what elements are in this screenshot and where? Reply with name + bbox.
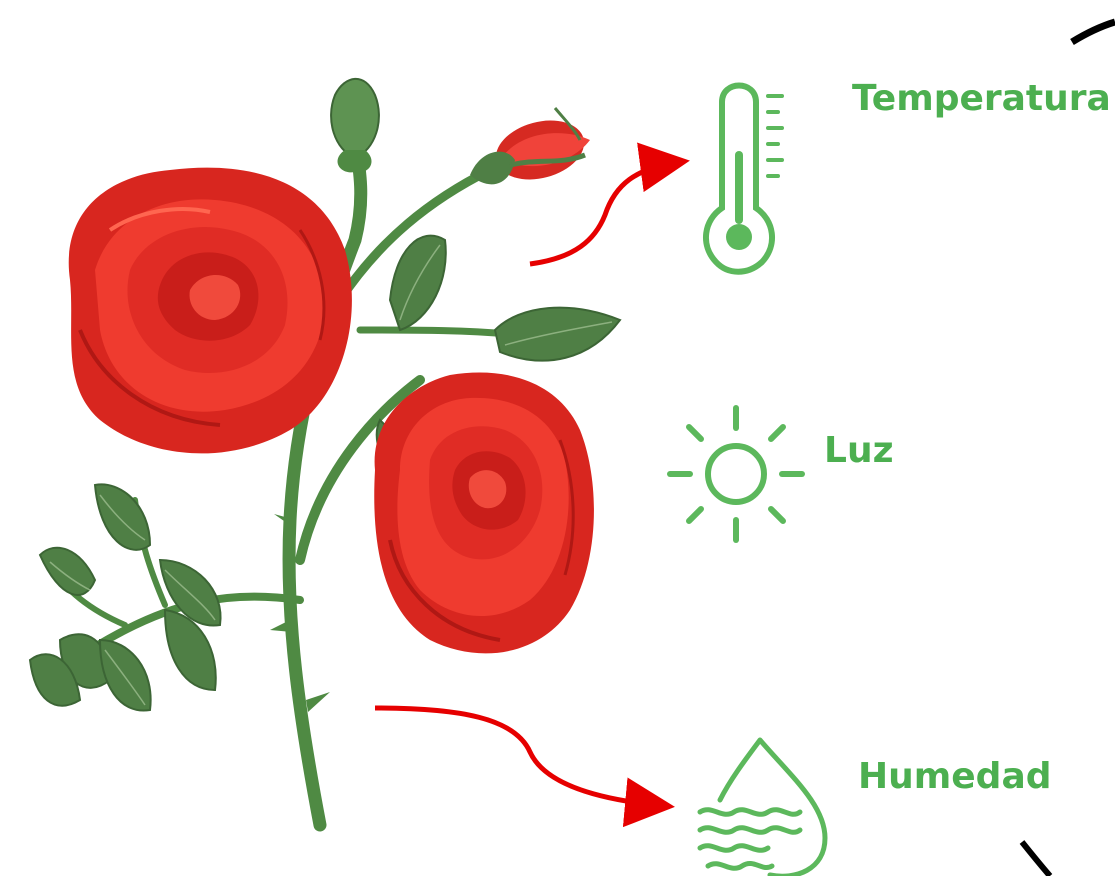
arrow-to-humidity xyxy=(375,708,665,806)
humidity-label: Humedad xyxy=(858,756,1052,797)
arrow-to-temperature xyxy=(530,162,680,264)
temperature-label: Temperatura xyxy=(852,78,1111,119)
rose-plant-illustration xyxy=(30,79,620,825)
corner-arc-bottom xyxy=(1022,842,1050,876)
red-bud xyxy=(470,108,591,189)
rose-large-left xyxy=(69,168,352,454)
corner-arc-top xyxy=(1072,22,1115,42)
light-label: Luz xyxy=(824,430,894,471)
sun-icon xyxy=(670,408,802,540)
green-bud xyxy=(331,79,379,173)
water-drop-waves-icon xyxy=(700,740,825,876)
rose-right xyxy=(374,372,594,653)
thermometer-icon xyxy=(706,86,782,272)
